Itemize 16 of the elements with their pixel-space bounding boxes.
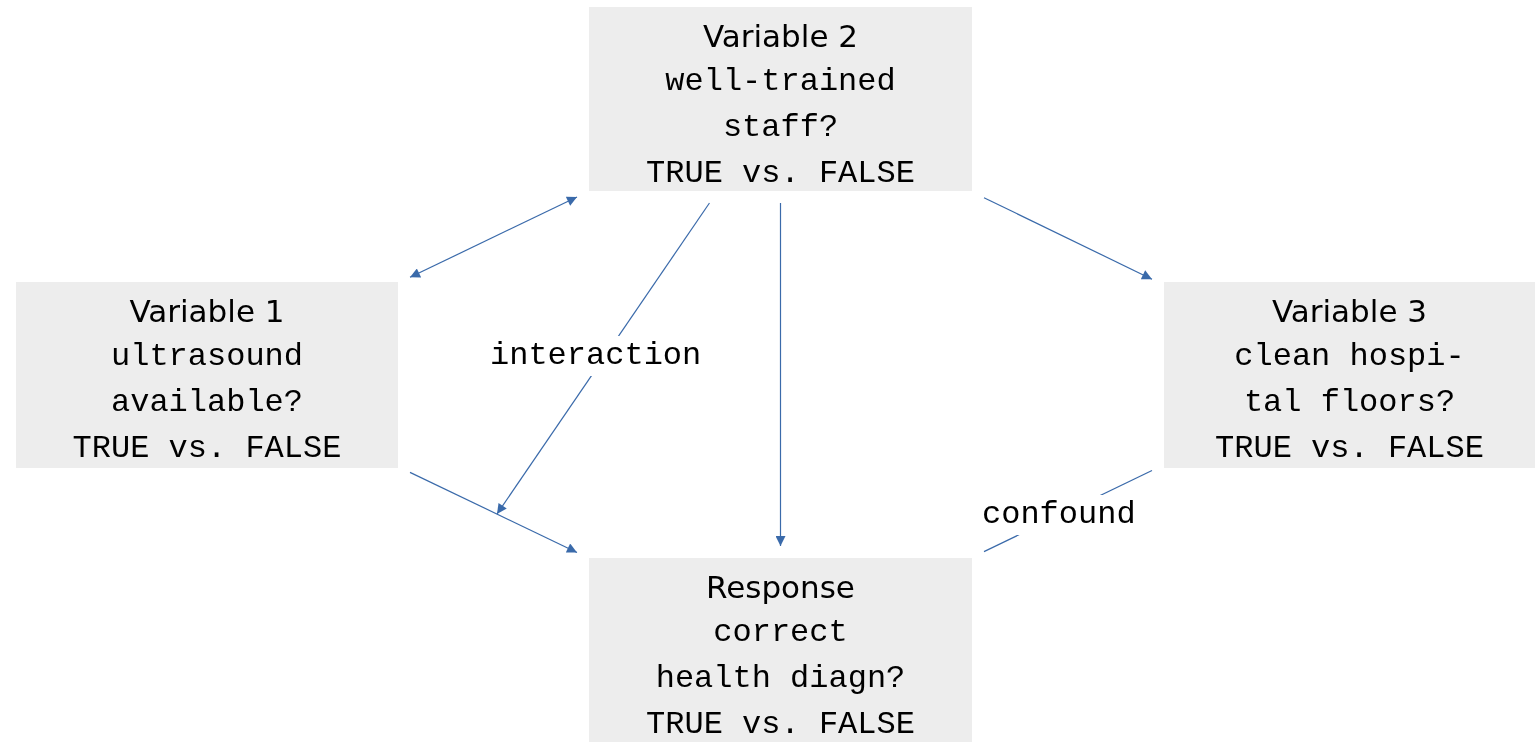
node-text: TRUE vs. FALSE — [1214, 429, 1485, 469]
arrow — [983, 197, 1153, 280]
node-text: correct health diagn? — [654, 613, 907, 699]
arrow — [409, 471, 578, 553]
node-text: TRUE vs. FALSE — [645, 154, 916, 194]
node-text: well-trained staff? — [664, 62, 897, 148]
node-heading: Variable 1 — [129, 292, 285, 331]
arrow — [775, 202, 786, 547]
node-text: ultrasound available? — [110, 337, 304, 423]
node-heading: Variable 2 — [702, 17, 859, 56]
node-text: TRUE vs. FALSE — [645, 705, 916, 742]
arrow — [409, 196, 578, 278]
node-heading: Response — [706, 568, 855, 607]
node-text: clean hospi- tal floors? — [1233, 337, 1466, 423]
node-heading: Variable 3 — [1271, 292, 1428, 331]
node-text: TRUE vs. FALSE — [71, 429, 343, 469]
